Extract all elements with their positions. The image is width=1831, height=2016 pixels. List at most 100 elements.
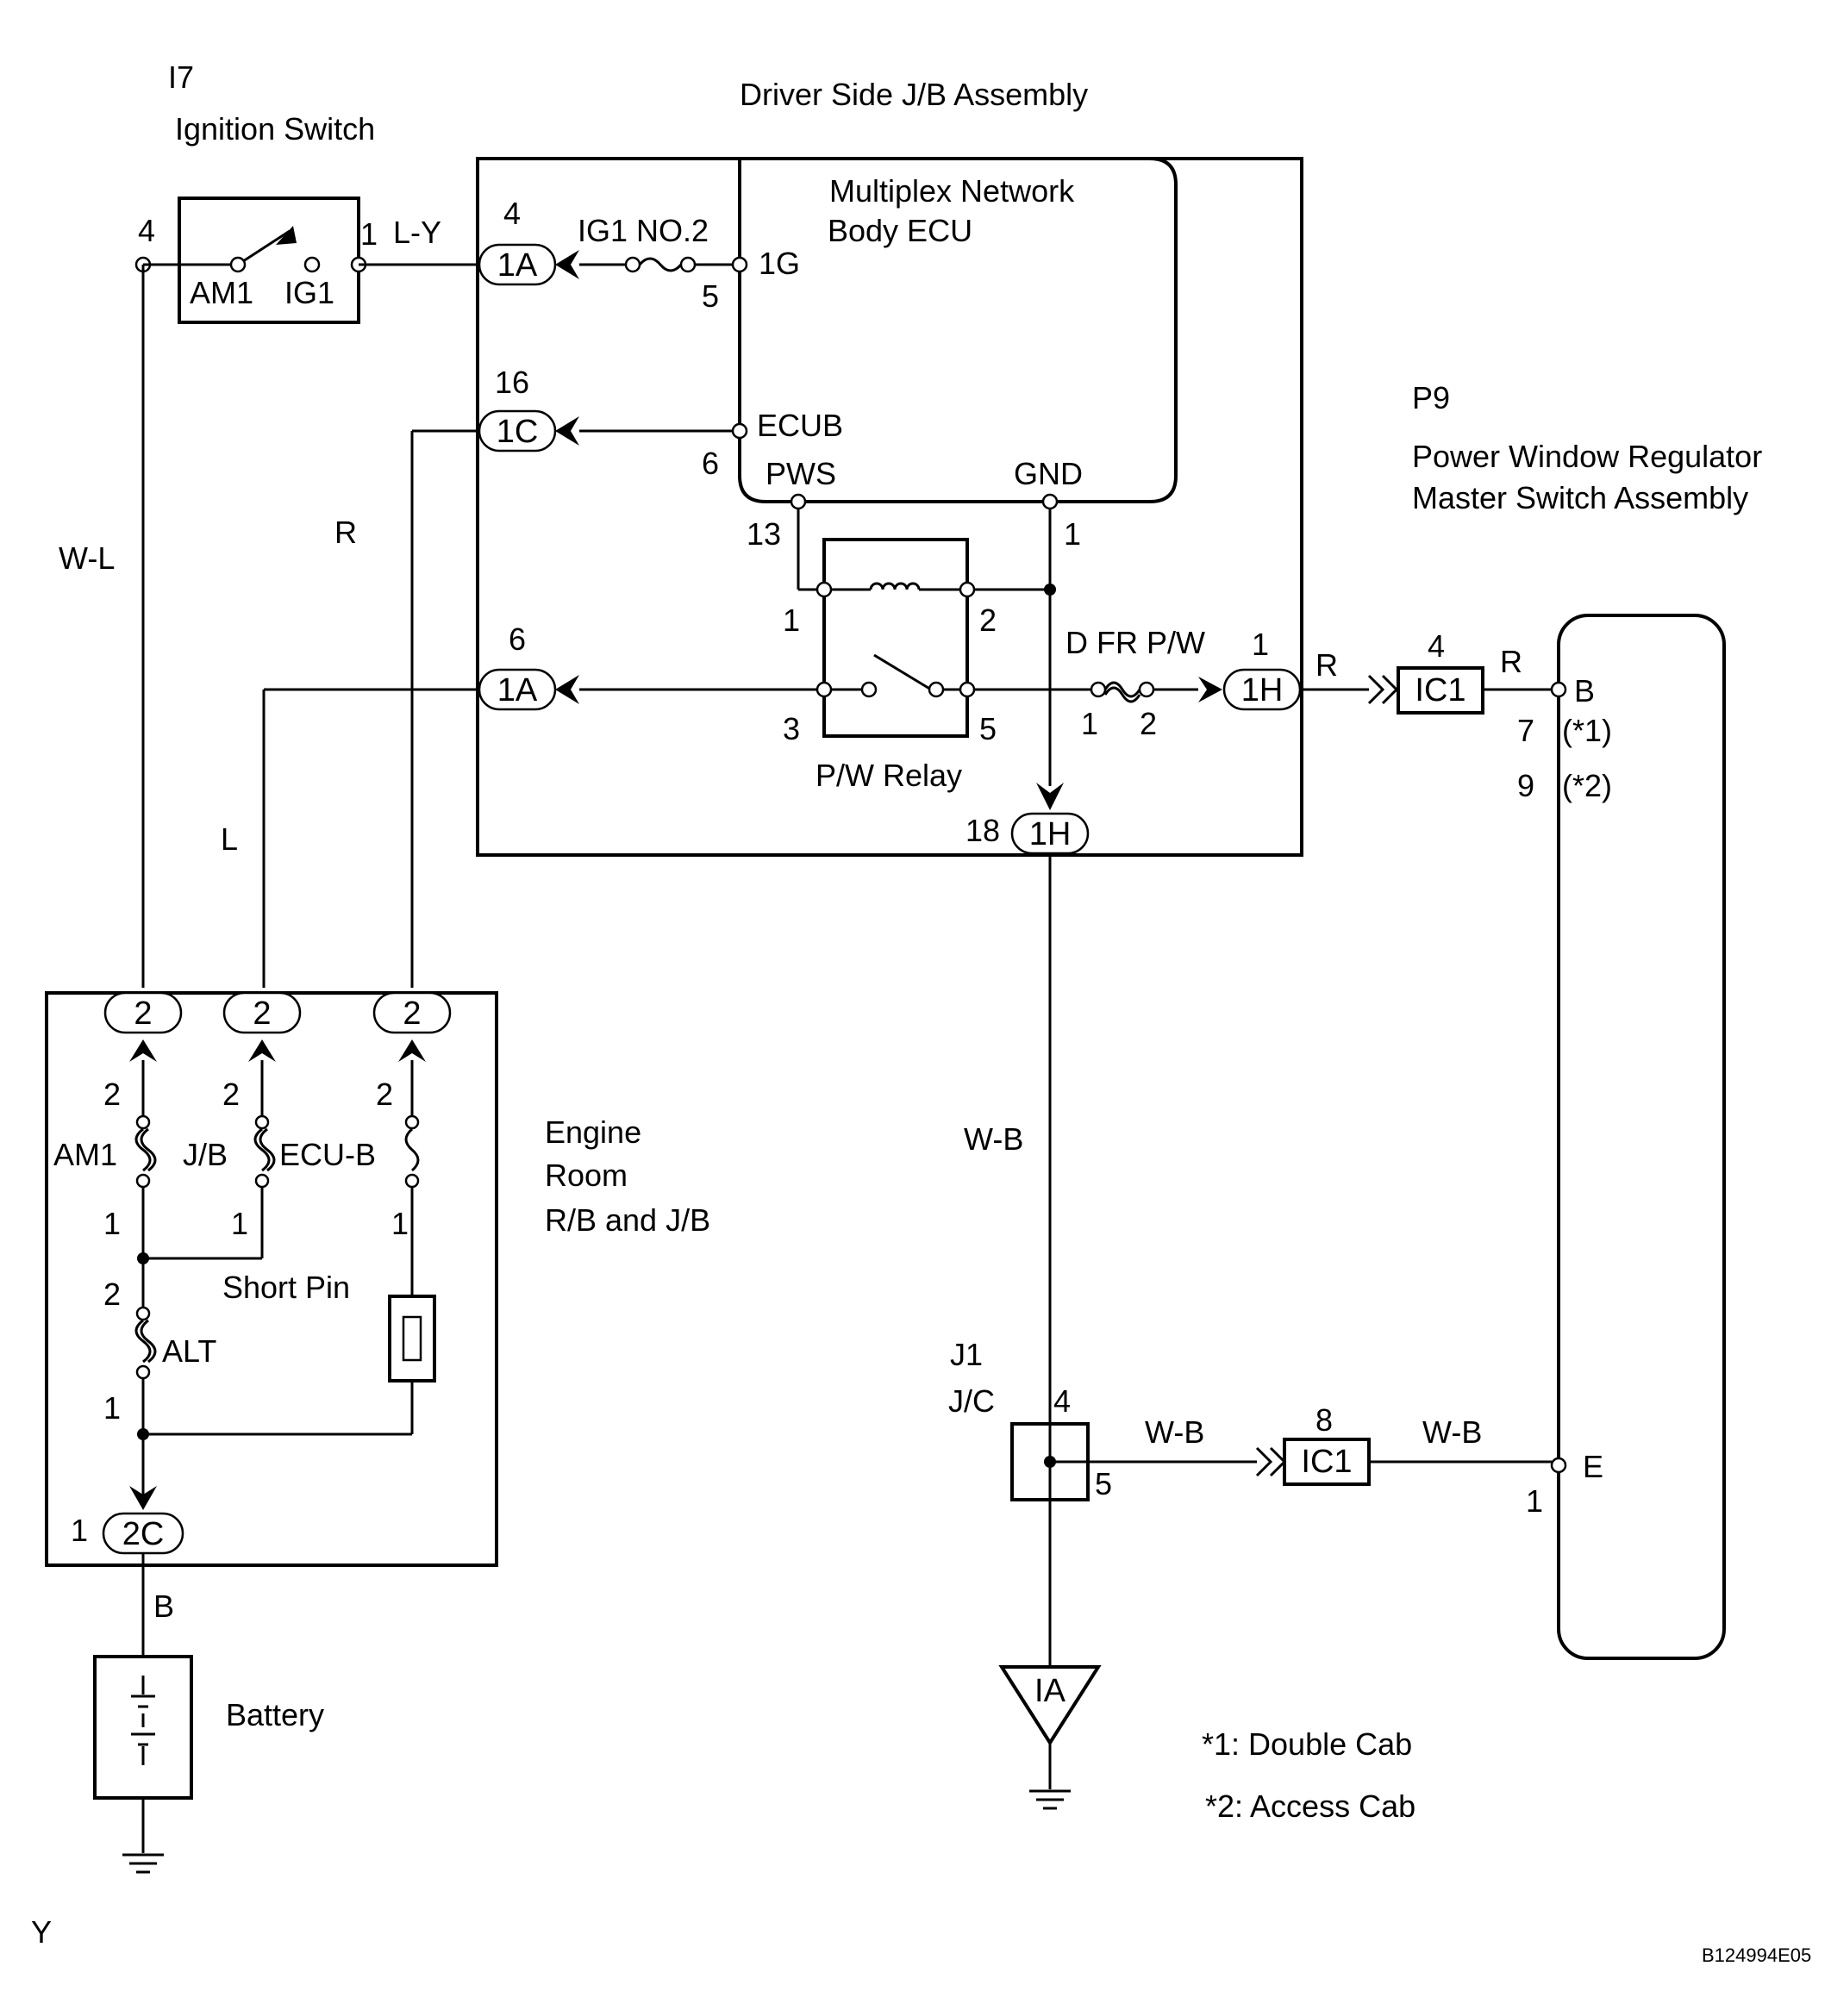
er-jb-p1: 1 [231,1206,248,1241]
connector-1a-mid-label: 1A [497,672,538,708]
master-pin-b9: 9 [1517,768,1534,803]
ignition-switch: 4 1 AM1 IG1 L-Y [134,197,484,324]
note-double-cab: *1: Double Cab [1202,1726,1412,1762]
er-conn-jb: 2 [253,996,271,1032]
ignition-pin-1: 1 [360,216,378,252]
master-note-2: (*2) [1562,768,1612,803]
ignition-contact-am1: AM1 [190,275,253,310]
wire-label-wb: W-B [964,1121,1023,1157]
connector-1a-top-pin: 4 [503,196,521,231]
ground-point-ia: IA [998,1665,1102,1746]
engine-room-line1: Engine [545,1114,641,1150]
connector-1h-bottom-pin: 18 [965,813,1000,848]
battery: Battery [93,1655,324,1800]
master-pin-b: B [1574,673,1595,708]
connector-1c: 1C 16 [478,365,579,453]
ignition-switch-title: Ignition Switch [175,111,375,147]
fuse-dfr-pin-2: 2 [1140,706,1157,741]
er-conn-2c-pin: 1 [71,1513,88,1548]
wire-label-b: B [153,1588,174,1624]
ic1-top-label: IC1 [1415,672,1465,708]
ecu-pin-6: 6 [702,446,719,481]
jc-code: J1 [950,1337,983,1372]
relay-pin-3: 3 [783,711,800,746]
ecu-pin-5: 5 [702,278,719,314]
corner-label: Y [31,1914,52,1950]
ignition-pin-4: 4 [138,213,155,248]
ecu-pin-pws: PWS [766,456,836,491]
er-fuse-alt: ALT [162,1333,216,1369]
master-switch-code: P9 [1412,380,1450,415]
engine-room-line2: Room [545,1158,628,1193]
figure-id: B124994E05 [1702,1944,1811,1966]
connector-1c-label: 1C [497,414,539,450]
connector-1h-right-pin: 1 [1252,627,1269,662]
connector-1h-right-label: 1H [1241,672,1284,708]
er-am1-p2: 2 [103,1077,121,1112]
er-alt-p2: 2 [103,1276,121,1312]
fuse-dfr-pw: D FR P/W [1065,625,1205,660]
er-conn-2c: 2C [122,1516,165,1552]
connector-1c-pin: 16 [495,365,529,400]
jc-name: J/C [948,1383,995,1419]
junction-connector-j1: J1 J/C 4 5 [948,1337,1257,1501]
er-alt-p1: 1 [103,1390,121,1426]
master-note-1: (*1) [1562,713,1612,748]
er-am1-p1: 1 [103,1206,121,1241]
relay-pin-2: 2 [979,602,997,638]
ignition-contact-ig1: IG1 [284,275,334,310]
master-pin-b7: 7 [1517,713,1534,748]
er-short-pin: Short Pin [222,1270,350,1305]
relay-pin-1: 1 [783,602,800,638]
wire-label-r-out: R [1315,647,1338,683]
wire-label-r: R [334,515,357,550]
wire-label-r-master: R [1500,644,1522,679]
wire-label-ly: L-Y [393,215,441,250]
connector-1h-right: 1H 1 [1198,627,1302,711]
ground-ia-label: IA [1034,1673,1066,1709]
er-ecub-p1: 1 [391,1206,409,1241]
note-access-cab: *2: Access Cab [1205,1788,1415,1824]
ic1-bottom-pin: 8 [1315,1402,1333,1438]
ic1-bottom-label: IC1 [1301,1444,1352,1480]
ignition-switch-code: I7 [168,59,194,95]
jb-title: Driver Side J/B Assembly [740,77,1088,112]
er-jb-p2: 2 [222,1077,240,1112]
jc-pin-4: 4 [1053,1383,1071,1419]
relay-name: P/W Relay [816,758,962,793]
battery-label: Battery [226,1697,324,1732]
er-fuse-ecub: ECU-B [279,1137,376,1172]
er-fuse-am1: AM1 [53,1137,117,1172]
wire-label-wl: W-L [59,540,115,576]
master-pin-e1: 1 [1526,1483,1543,1519]
engine-room-rb-jb: Engine Room R/B and J/B 2 2 2 AM1 2 1 J/ [45,991,710,1567]
connector-1a-mid-pin: 6 [509,621,526,657]
master-pin-e: E [1583,1449,1603,1484]
engine-room-line3: R/B and J/B [545,1202,710,1238]
ecu-pin-1: 1 [1064,516,1081,552]
er-ecub-p2: 2 [376,1077,393,1112]
er-conn-am1: 2 [134,996,152,1032]
master-switch: B 7 (*1) 9 (*2) E 1 [1517,614,1726,1660]
connector-1a-top-label: 1A [497,247,538,284]
fuse-dfr-pin-1: 1 [1081,706,1098,741]
ecu-title-2: Body ECU [828,213,972,248]
er-fuse-jb: J/B [183,1137,228,1172]
ecu-title-1: Multiplex Network [829,173,1075,209]
connector-1a-mid: 1A 6 [478,621,579,711]
ic1-top-pin: 4 [1428,628,1445,664]
er-conn-ecub: 2 [403,996,421,1032]
connector-1h-bottom: 1H 18 [965,783,1090,855]
ecu-pin-1g: 1G [759,246,800,281]
wire-label-wb-j1: W-B [1145,1414,1204,1450]
connector-1a-top: 1A 4 [478,196,579,286]
driver-side-jb: Multiplex Network Body ECU IG1 NO.2 1G 5… [476,157,1303,857]
wire-label-wb-master: W-B [1422,1414,1482,1450]
wire-label-l: L [221,821,238,857]
ecu-pin-13: 13 [747,516,781,552]
jc-pin-5: 5 [1095,1466,1112,1501]
connector-1h-bottom-label: 1H [1029,816,1072,852]
master-switch-title-1: Power Window Regulator [1412,439,1762,474]
ecu-pin-ecub: ECUB [757,408,843,443]
